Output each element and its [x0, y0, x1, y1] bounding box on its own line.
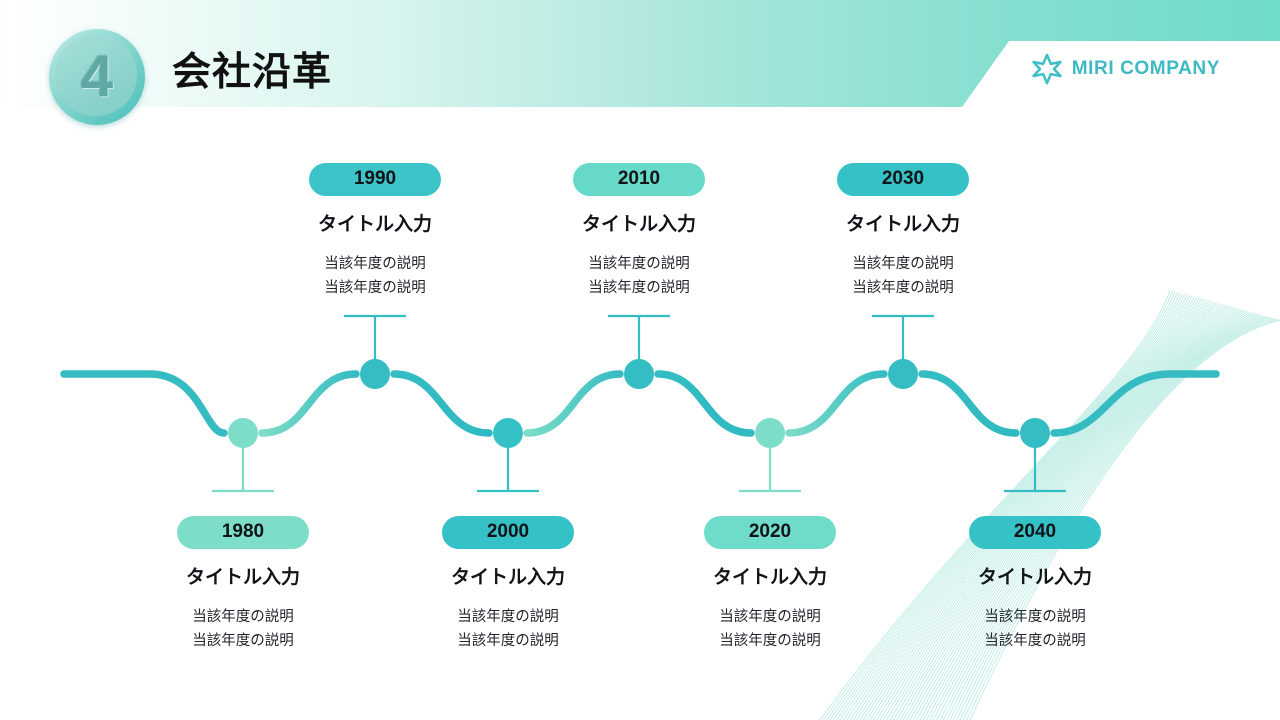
- item-description-line-1: 当該年度の説明: [588, 255, 690, 272]
- item-description: 当該年度の説明当該年度の説明: [118, 606, 368, 654]
- item-description-line-2: 当該年度の説明: [852, 279, 954, 296]
- item-description: 当該年度の説明当該年度の説明: [383, 606, 633, 654]
- item-title: タイトル入力: [450, 565, 565, 588]
- item-title: タイトル入力: [712, 565, 827, 588]
- item-description-line-2: 当該年度の説明: [719, 632, 821, 649]
- timeline-item-1980: 1980 タイトル入力当該年度の説明当該年度の説明: [118, 516, 368, 654]
- item-description: 当該年度の説明当該年度の説明: [514, 253, 764, 301]
- item-description: 当該年度の説明当該年度の説明: [645, 606, 895, 654]
- wave-segment: [390, 370, 493, 437]
- timeline-node-2040[interactable]: [1020, 418, 1050, 448]
- timeline-node-2030[interactable]: [888, 359, 918, 389]
- item-description: 当該年度の説明当該年度の説明: [778, 253, 1028, 301]
- brand-logo: MIRI COMPANY: [1031, 53, 1220, 85]
- wave-segment: [258, 370, 360, 437]
- wave-segment: [523, 370, 624, 437]
- timeline-item-2000: 2000 タイトル入力当該年度の説明当該年度の説明: [383, 516, 633, 654]
- wave-segment: [918, 370, 1020, 437]
- timeline-node-1980[interactable]: [228, 418, 258, 448]
- item-description-line-2: 当該年度の説明: [457, 632, 559, 649]
- slide-number-badge: 4: [49, 29, 145, 125]
- year-badge[interactable]: 2000: [442, 516, 574, 549]
- item-title: タイトル入力: [185, 565, 300, 588]
- timeline-node-2020[interactable]: [755, 418, 785, 448]
- timeline-item-2030: 2030 タイトル入力当該年度の説明当該年度の説明: [778, 163, 1028, 301]
- year-badge[interactable]: 2040: [969, 516, 1101, 549]
- timeline-item-2010: 2010 タイトル入力当該年度の説明当該年度の説明: [514, 163, 764, 301]
- item-description-line-2: 当該年度の説明: [984, 632, 1086, 649]
- item-description-line-1: 当該年度の説明: [192, 608, 294, 625]
- item-title: タイトル入力: [317, 212, 432, 235]
- item-description: 当該年度の説明当該年度の説明: [910, 606, 1160, 654]
- brand-name: MIRI COMPANY: [1071, 58, 1220, 79]
- year-badge[interactable]: 1990: [309, 163, 441, 196]
- item-title: タイトル入力: [845, 212, 960, 235]
- header-band: [0, 0, 1280, 107]
- timeline-node-2000[interactable]: [493, 418, 523, 448]
- item-description-line-2: 当該年度の説明: [324, 279, 426, 296]
- slide-number: 4: [80, 44, 114, 109]
- timeline-node-2010[interactable]: [624, 359, 654, 389]
- year-badge[interactable]: 2030: [837, 163, 969, 196]
- item-title: タイトル入力: [977, 565, 1092, 588]
- six-point-star-icon: [1031, 53, 1062, 85]
- item-description-line-1: 当該年度の説明: [457, 608, 559, 625]
- item-description-line-1: 当該年度の説明: [984, 608, 1086, 625]
- year-badge[interactable]: 2020: [704, 516, 836, 549]
- year-badge[interactable]: 2010: [573, 163, 705, 196]
- item-description-line-1: 当該年度の説明: [324, 255, 426, 272]
- wave-segment: [1050, 370, 1220, 437]
- timeline-item-2040: 2040 タイトル入力当該年度の説明当該年度の説明: [910, 516, 1160, 654]
- item-description-line-1: 当該年度の説明: [852, 255, 954, 272]
- year-badge[interactable]: 1980: [177, 516, 309, 549]
- wave-segment: [60, 370, 228, 437]
- item-description-line-2: 当該年度の説明: [588, 279, 690, 296]
- wave-segment: [654, 370, 755, 437]
- item-description-line-1: 当該年度の説明: [719, 608, 821, 625]
- item-title: タイトル入力: [581, 212, 696, 235]
- item-description-line-2: 当該年度の説明: [192, 632, 294, 649]
- page-title: 会社沿革: [172, 50, 333, 95]
- timeline-item-2020: 2020 タイトル入力当該年度の説明当該年度の説明: [645, 516, 895, 654]
- timeline-item-1990: 1990 タイトル入力当該年度の説明当該年度の説明: [250, 163, 500, 301]
- item-description: 当該年度の説明当該年度の説明: [250, 253, 500, 301]
- wave-segment: [785, 370, 888, 437]
- timeline-node-1990[interactable]: [360, 359, 390, 389]
